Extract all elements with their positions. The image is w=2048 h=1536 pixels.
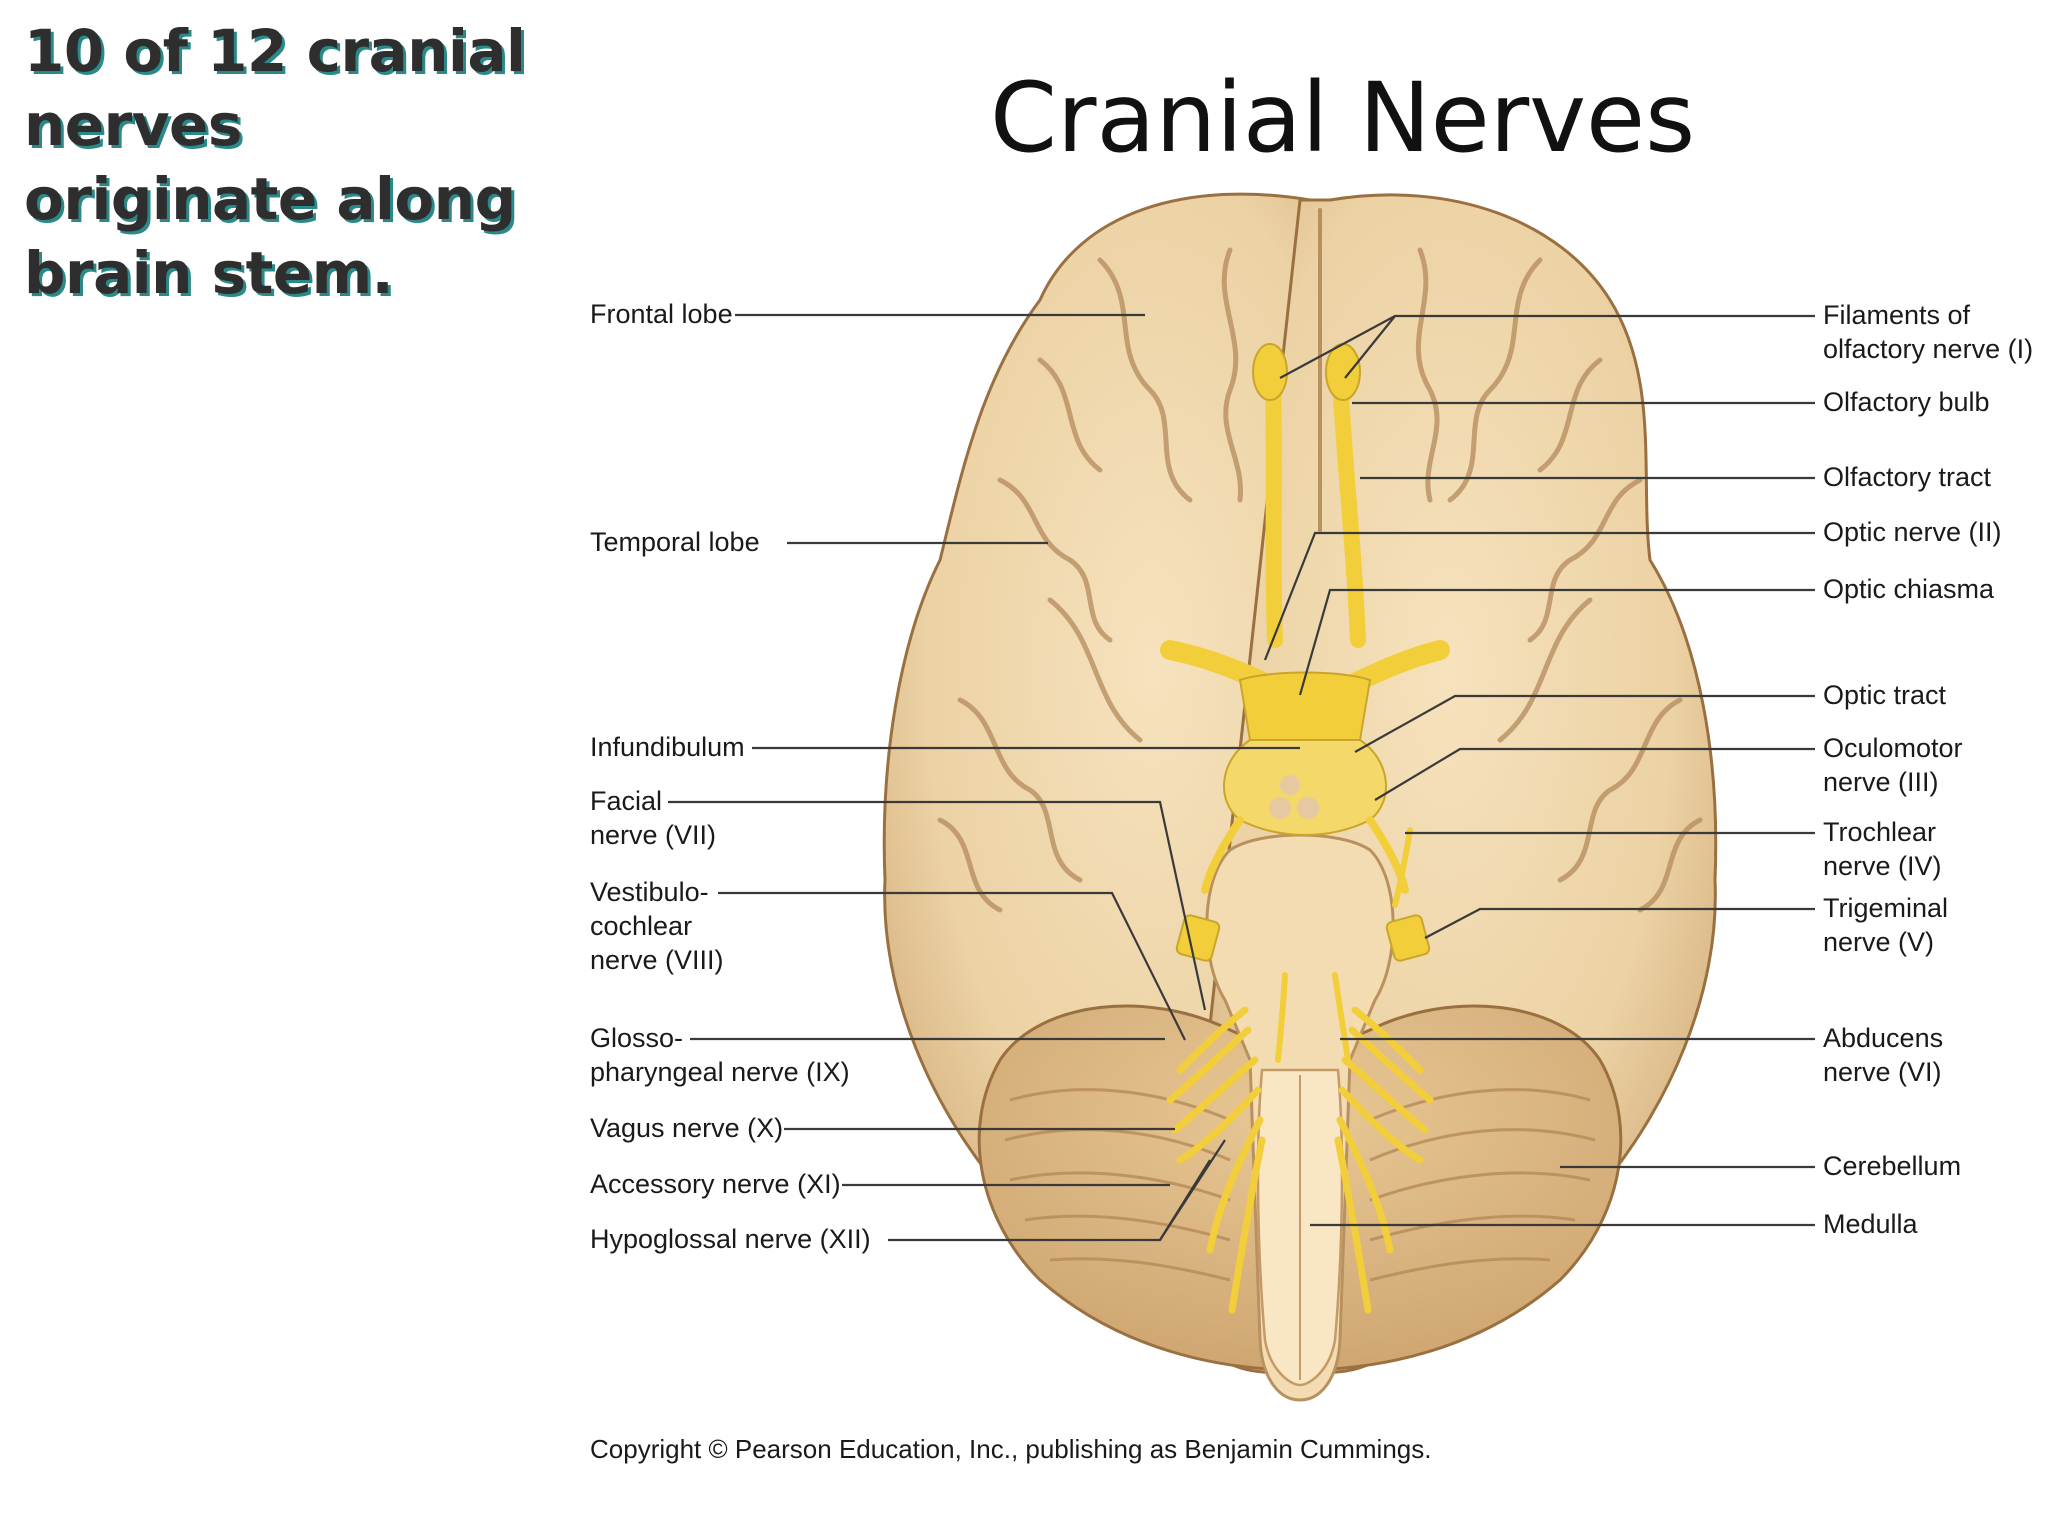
- leader-trigeminal-nerve: [1424, 907, 1815, 939]
- label-olfactory-filaments-line2: olfactory nerve (I): [1823, 334, 2033, 364]
- label-infundibulum: Infundibulum: [590, 732, 745, 762]
- label-temporal-lobe: Temporal lobe: [590, 527, 760, 557]
- label-trigeminal-line2: nerve (V): [1823, 927, 1934, 957]
- label-optic-nerve: Optic nerve (II): [1823, 517, 2002, 547]
- label-facial-nerve-line1: Facial: [590, 786, 662, 816]
- label-oculomotor-line2: nerve (III): [1823, 767, 1939, 797]
- label-vestibulocochlear-line1: Vestibulo-: [590, 877, 709, 907]
- label-facial-nerve-line2: nerve (VII): [590, 820, 716, 850]
- leader-hypoglossal-nerve-branch: [1159, 1159, 1211, 1241]
- leader-facial-nerve: [668, 800, 1207, 1011]
- label-hypoglossal-nerve: Hypoglossal nerve (XII): [590, 1224, 871, 1254]
- label-optic-chiasma: Optic chiasma: [1823, 574, 1995, 604]
- label-cerebellum: Cerebellum: [1823, 1151, 1961, 1181]
- leader-olfactory-filaments-branch: [1344, 315, 1396, 379]
- side-note-line: 10 of 12 cranial: [24, 17, 526, 85]
- side-note: 10 of 12 cranial nerves originate along …: [24, 14, 544, 310]
- gyri: [937, 208, 1703, 913]
- label-vagus-nerve: Vagus nerve (X): [590, 1113, 783, 1143]
- label-olfactory-bulb: Olfactory bulb: [1823, 387, 1990, 417]
- label-vestibulocochlear-line3: nerve (VIII): [590, 945, 724, 975]
- label-glossopharyngeal-line2: pharyngeal nerve (IX): [590, 1057, 850, 1087]
- label-trochlear-line1: Trochlear: [1823, 817, 1936, 847]
- label-trochlear-line2: nerve (IV): [1823, 851, 1942, 881]
- label-optic-tract: Optic tract: [1823, 680, 1947, 710]
- labels-left: Frontal lobe Temporal lobe Infundibulum …: [590, 299, 871, 1254]
- label-trigeminal-line1: Trigeminal: [1823, 893, 1948, 923]
- side-note-line: nerves: [24, 91, 242, 159]
- label-abducens-line1: Abducens: [1823, 1023, 1943, 1053]
- leader-oculomotor-nerve: [1374, 747, 1815, 801]
- leader-lines-right: [1263, 314, 1815, 1227]
- leader-vestibulocochlear-nerve: [718, 891, 1186, 1041]
- label-accessory-nerve: Accessory nerve (XI): [590, 1169, 841, 1199]
- label-medulla: Medulla: [1823, 1209, 1919, 1239]
- leader-optic-tract: [1354, 694, 1815, 753]
- slide-title: Cranial Nerves: [990, 62, 1696, 174]
- side-note-line: originate along: [24, 165, 516, 233]
- label-frontal-lobe: Frontal lobe: [590, 299, 733, 329]
- cranial-nerves: [1160, 343, 1450, 1314]
- brainstem: [1205, 833, 1395, 1402]
- leader-optic-chiasma: [1298, 588, 1815, 696]
- label-olfactory-tract: Olfactory tract: [1823, 462, 1992, 492]
- leader-optic-nerve: [1263, 531, 1815, 661]
- label-abducens-line2: nerve (VI): [1823, 1057, 1942, 1087]
- label-olfactory-filaments-line1: Filaments of: [1823, 300, 1971, 330]
- labels-right: Filaments of olfactory nerve (I) Olfacto…: [1823, 300, 2033, 1239]
- label-oculomotor-line1: Oculomotor: [1823, 733, 1963, 763]
- copyright-notice: Copyright © Pearson Education, Inc., pub…: [590, 1434, 1431, 1464]
- label-vestibulocochlear-line2: cochlear: [590, 911, 692, 941]
- label-glossopharyngeal-line1: Glosso-: [590, 1023, 683, 1053]
- leader-lines-left: [668, 313, 1300, 1242]
- side-note-line: brain stem.: [24, 239, 394, 307]
